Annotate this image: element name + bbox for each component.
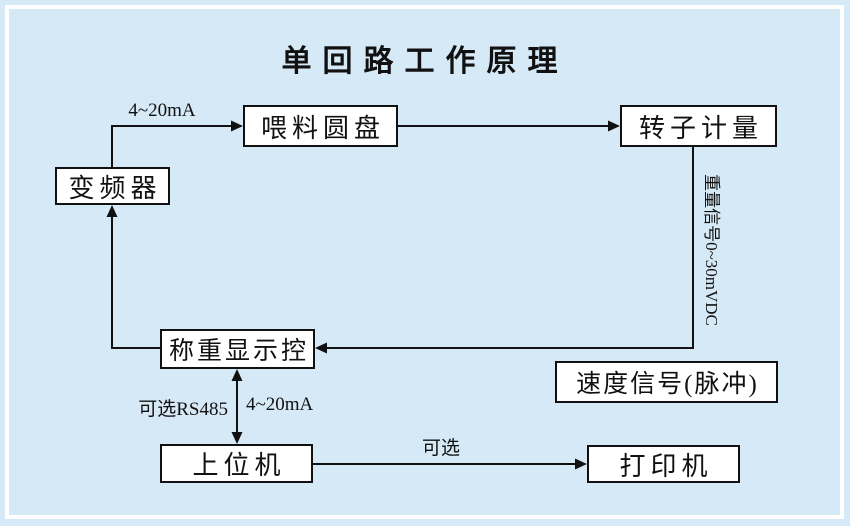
arrow-controller-host-bidirectional	[231, 369, 243, 444]
arrow-inverter-to-feeder	[111, 120, 243, 167]
node-feeder-disc: 喂料圆盘	[243, 105, 398, 147]
node-speed-signal-label: 速度信号(脉冲)	[576, 371, 759, 398]
node-host-computer: 上位机	[160, 444, 313, 483]
diagram-title: 单回路工作原理	[281, 44, 569, 79]
node-printer: 打印机	[587, 445, 740, 483]
edge-label-controller-host-current: 4~20mA	[246, 394, 314, 415]
arrow-rotor-to-controller	[315, 147, 694, 354]
node-rotor-metering-label: 转子计量	[638, 113, 763, 143]
node-feeder-disc-label: 喂料圆盘	[260, 113, 385, 143]
node-weighing-controller-label: 称重显示控	[168, 338, 309, 365]
node-inverter: 变频器	[55, 167, 170, 205]
node-host-computer-label: 上位机	[192, 451, 286, 480]
edge-label-weight-signal: 重量信号0~30mVDC	[702, 174, 721, 326]
edge-label-printer-option: 可选	[421, 438, 460, 459]
node-printer-label: 打印机	[619, 451, 713, 481]
node-rotor-metering: 转子计量	[620, 105, 777, 147]
arrow-controller-to-inverter	[106, 205, 160, 349]
edge-label-serial-option: 可选RS485	[138, 399, 228, 420]
arrow-feeder-to-rotor	[398, 120, 620, 132]
edge-label-inverter-feeder-current: 4~20mA	[128, 100, 196, 121]
node-inverter-label: 变频器	[68, 173, 162, 203]
arrow-host-to-printer	[313, 458, 587, 470]
node-weighing-controller: 称重显示控	[160, 329, 315, 369]
node-speed-signal: 速度信号(脉冲)	[555, 361, 778, 403]
